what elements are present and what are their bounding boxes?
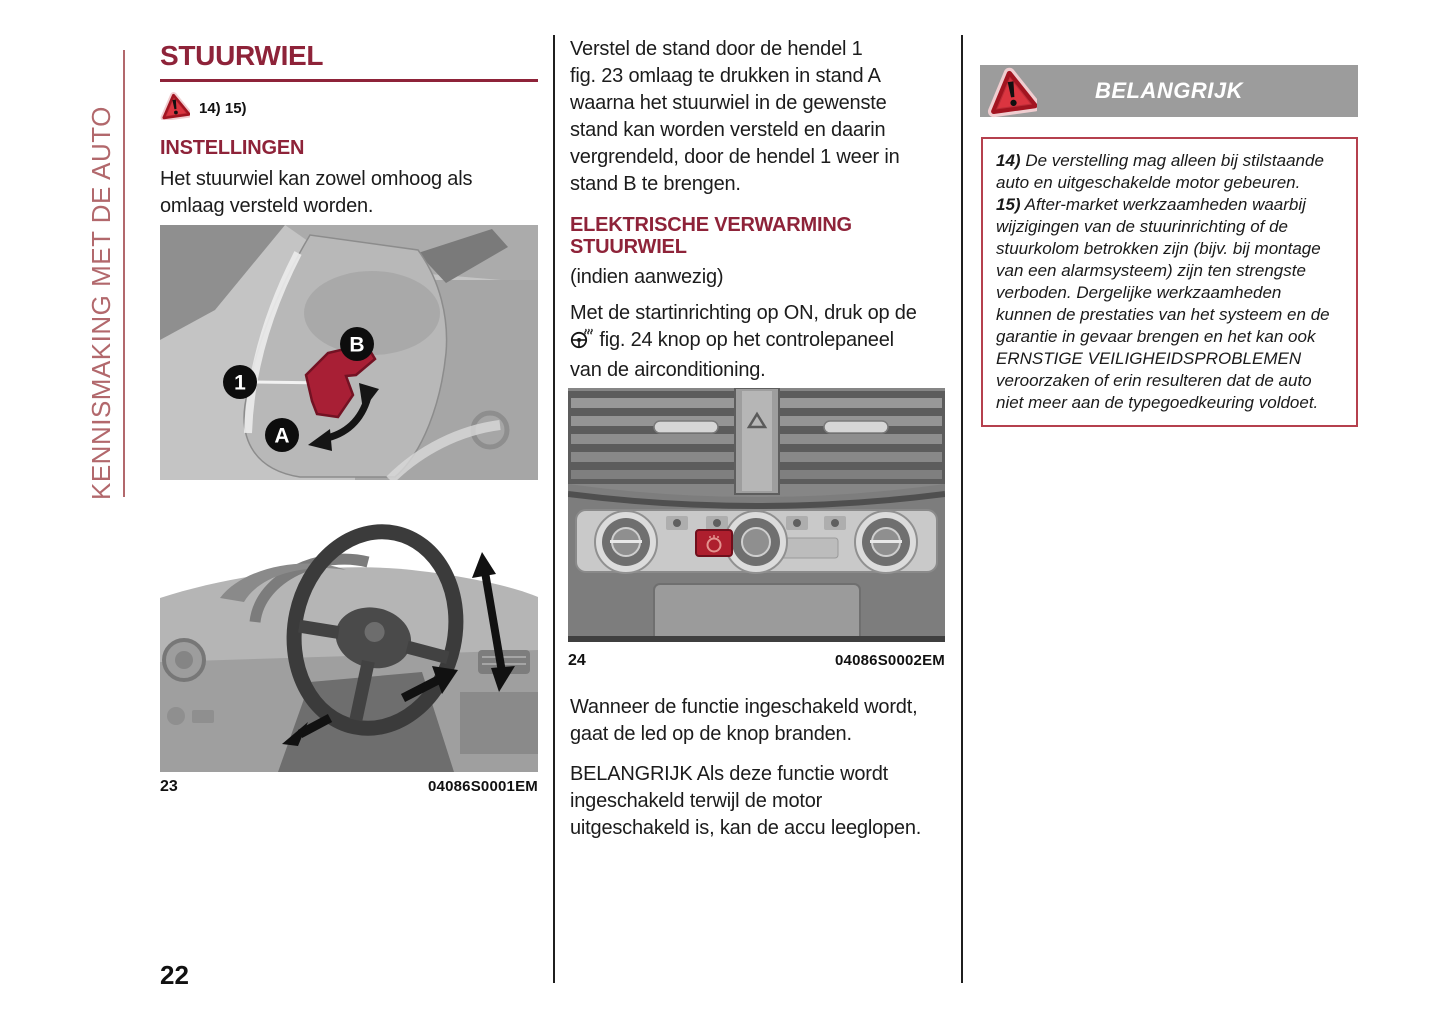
middle-column: Verstel de stand door de hendel 1 fig. 2… [570,36,946,390]
figure-23-code: 04086S0001EM [428,778,538,795]
figure-23-caption: 23 04086S0001EM [160,778,538,796]
middle-column-bottom: Wanneer de functie ingeschakeld wordt, g… [570,694,946,848]
important-banner-label: BELANGRIJK [1094,78,1243,103]
note-15: 15) After-market werkzaamheden waarbij w… [996,194,1343,414]
important-note-paragraph: BELANGRIJK Als deze functie wordt ingesc… [570,763,922,839]
note-15-text: After-market werkzaamheden waarbij wijzi… [996,195,1330,412]
sidebar-chapter-label: KENNISMAKING MET DE AUTO [86,106,116,500]
heated-steering-wheel-button-highlight [695,529,733,557]
warning-triangle-icon [987,63,1041,124]
availability-note: (indien aanwezig) [570,266,724,288]
figure-23-lever-photo: B 1 A [160,225,538,480]
figure-23-wheel-photo [160,500,538,772]
figure-24-code: 04086S0002EM [835,652,945,669]
warning-triangle-icon [160,92,193,125]
figure-23-label-b: B [349,334,364,357]
column-divider-left [553,35,555,983]
figure-23-number: 23 [160,778,178,795]
section-heading-heating: ELEKTRISCHE VERWARMING STUURWIEL [570,214,852,258]
heating-paragraph-after: fig. 24 knop op het controlepaneel van d… [570,329,894,381]
note-14: 14) De verstelling mag alleen bij stilst… [996,150,1343,194]
figure-24-number: 24 [568,652,586,669]
important-notes-box: 14) De verstelling mag alleen bij stilst… [981,137,1358,427]
figure-23-label-a: A [274,425,289,448]
note-15-ref: 15) [996,195,1021,214]
heated-steering-wheel-icon [570,328,594,357]
led-paragraph: Wanneer de functie ingeschakeld wordt, g… [570,696,918,745]
section-heading-instellingen: INSTELLINGEN [160,137,305,159]
page-number: 22 [160,960,189,990]
left-column: STUURWIEL 14) 15) INSTELLINGEN Het stuur… [160,40,538,226]
heating-paragraph: Met de startinrichting op ON, druk op de… [570,300,946,384]
page-title: STUURWIEL [160,40,538,82]
figure-24-climate-panel-photo [568,388,945,642]
figure-23-label-1: 1 [234,372,246,395]
note-14-ref: 14) [996,151,1021,170]
sidebar-rule [123,50,125,497]
warning-reference-row: 14) 15) [160,92,538,125]
column-divider-right [961,35,963,983]
figure-24-caption: 24 04086S0002EM [568,652,945,670]
note-14-text: De verstelling mag alleen bij stilstaand… [996,151,1324,192]
important-banner: BELANGRIJK [980,65,1358,118]
instellingen-paragraph: Het stuurwiel kan zowel omhoog als omlaa… [160,168,473,217]
heating-paragraph-before: Met de startinrichting op ON, druk op de [570,302,917,324]
adjustment-paragraph: Verstel de stand door de hendel 1 fig. 2… [570,38,900,195]
warning-refs: 14) 15) [199,100,247,117]
